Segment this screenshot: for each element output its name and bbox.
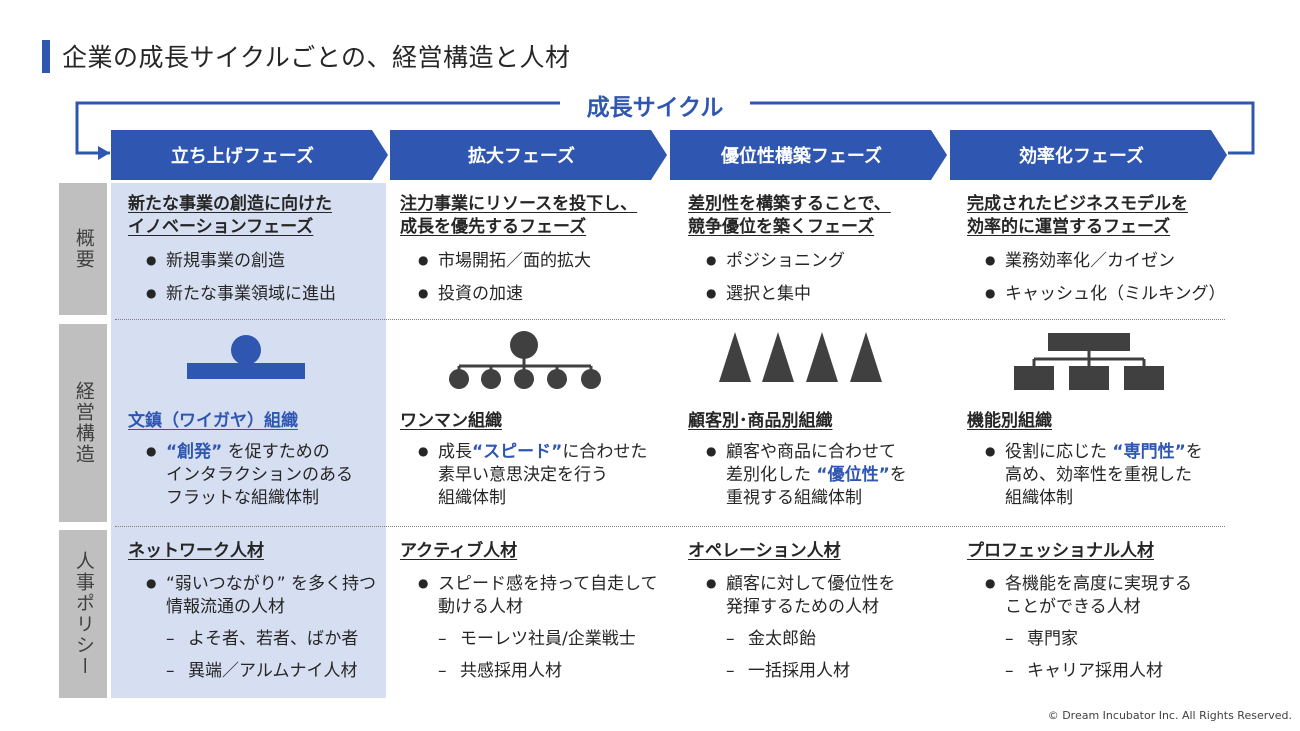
structure-name: ワンマン組織 bbox=[400, 411, 502, 431]
row-label-overview: 概要 bbox=[59, 183, 107, 315]
overview-heading: 成長を優先するフェーズ bbox=[400, 217, 587, 237]
bullet-continuation: 素早い意思決定を行う bbox=[438, 465, 608, 485]
example-item: –モーレツ社員/企業戦士 bbox=[438, 629, 636, 649]
bullet-continuation: 高め、効率性を重視した bbox=[1005, 465, 1192, 485]
bullet-item: ●新たな事業領域に進出 bbox=[146, 284, 336, 304]
structure-cell-efficiency: 機能別組織 ●役割に応じた “専門性”を 高め、効率性を重視した 組織体制 bbox=[967, 410, 1203, 510]
bullet-item: ●成長“スピード”に合わせた bbox=[418, 442, 648, 462]
copyright-notice: © Dream Incubator Inc. All Rights Reserv… bbox=[1047, 709, 1292, 722]
structure-name: 文鎮（ワイガヤ）組織 bbox=[128, 411, 298, 431]
bullet-continuation: 発揮するための人材 bbox=[726, 597, 879, 617]
overview-heading: 新たな事業の創造に向けた bbox=[128, 194, 332, 214]
example-item: –金太郎飴 bbox=[726, 629, 816, 649]
one-man-organization-icon bbox=[449, 331, 601, 389]
example-item: –一括採用人材 bbox=[726, 661, 850, 681]
bullet-continuation: 組織体制 bbox=[1005, 488, 1073, 508]
example-item: –キャリア採用人材 bbox=[1005, 661, 1163, 681]
bullet-continuation: 動ける人材 bbox=[438, 597, 523, 617]
bullet-item: ●“弱いつながり” を多く持つ bbox=[146, 574, 377, 594]
example-item: –共感採用人材 bbox=[438, 661, 562, 681]
division-organization-icon bbox=[719, 332, 882, 382]
overview-heading: 競争優位を築くフェーズ bbox=[688, 217, 875, 237]
row-label-hr-policy: 人事ポリシー bbox=[59, 530, 107, 698]
overview-cell-advantage: 差別性を構築することで、 競争優位を築くフェーズ ●ポジショニング ●選択と集中 bbox=[688, 193, 891, 306]
overview-heading: 差別性を構築することで、 bbox=[688, 194, 891, 214]
bullet-continuation: フラットな組織体制 bbox=[166, 488, 319, 508]
structure-name: 顧客別･商品別組織 bbox=[688, 411, 833, 431]
phase-startup: 立ち上げフェーズ bbox=[111, 130, 388, 180]
title-accent-bar bbox=[42, 40, 50, 73]
hr-heading: アクティブ人材 bbox=[400, 541, 518, 561]
overview-cell-efficiency: 完成されたビジネスモデルを 効率的に運営するフェーズ ●業務効率化／カイゼン ●… bbox=[967, 193, 1226, 306]
example-item: –よそ者、若者、ばか者 bbox=[166, 629, 359, 649]
bullet-item: ●市場開拓／面的拡大 bbox=[418, 251, 591, 271]
hr-cell-expansion: アクティブ人材 ●スピード感を持って自走して 動ける人材 –モーレツ社員/企業戦… bbox=[400, 540, 658, 683]
overview-heading: 完成されたビジネスモデルを bbox=[967, 194, 1188, 214]
bullet-item: ●スピード感を持って自走して bbox=[418, 574, 658, 594]
example-item: –専門家 bbox=[1005, 629, 1078, 649]
bullet-item: ●投資の加速 bbox=[418, 284, 523, 304]
overview-cell-expansion: 注力事業にリソースを投下し、 成長を優先するフェーズ ●市場開拓／面的拡大 ●投… bbox=[400, 193, 637, 306]
bullet-item: ●各機能を高度に実現する bbox=[985, 574, 1192, 594]
bullet-continuation: 組織体制 bbox=[438, 488, 506, 508]
bullet-item: ●“創発” を促すための bbox=[146, 442, 330, 462]
functional-organization-icon bbox=[1014, 333, 1164, 390]
page-title: 企業の成長サイクルごとの、経営構造と人材 bbox=[62, 43, 571, 72]
bullet-item: ●業務効率化／カイゼン bbox=[985, 251, 1175, 271]
structure-name: 機能別組織 bbox=[967, 411, 1052, 431]
startup-column-highlight bbox=[111, 183, 386, 698]
hr-heading: ネットワーク人材 bbox=[128, 541, 264, 561]
hr-heading: プロフェッショナル人材 bbox=[967, 541, 1154, 561]
bullet-item: ●顧客や商品に合わせて bbox=[706, 442, 896, 462]
bullet-item: ●キャッシュ化（ミルキング） bbox=[985, 284, 1226, 304]
row-label-structure: 経営構造 bbox=[59, 324, 107, 522]
bullet-item: ●顧客に対して優位性を bbox=[706, 574, 896, 594]
structure-cell-expansion: ワンマン組織 ●成長“スピード”に合わせた 素早い意思決定を行う 組織体制 bbox=[400, 410, 647, 510]
row-divider bbox=[115, 526, 1225, 527]
overview-heading: 注力事業にリソースを投下し、 bbox=[400, 194, 638, 214]
hr-cell-efficiency: プロフェッショナル人材 ●各機能を高度に実現する ことができる人材 –専門家 –… bbox=[967, 540, 1192, 683]
phase-advantage: 優位性構築フェーズ bbox=[670, 130, 947, 180]
bullet-item: ●新規事業の創造 bbox=[146, 251, 285, 271]
overview-heading: イノベーションフェーズ bbox=[128, 217, 314, 237]
bullet-item: ●選択と集中 bbox=[706, 284, 811, 304]
bullet-item: ●役割に応じた “専門性”を bbox=[985, 442, 1203, 462]
structure-cell-startup: 文鎮（ワイガヤ）組織 ●“創発” を促すための インタラクションのある フラット… bbox=[128, 410, 353, 510]
phase-efficiency: 効率化フェーズ bbox=[950, 130, 1227, 180]
bullet-continuation: ことができる人材 bbox=[1005, 597, 1141, 617]
cycle-label: 成長サイクル bbox=[560, 88, 750, 122]
structure-cell-advantage: 顧客別･商品別組織 ●顧客や商品に合わせて 差別化した “優位性”を 重視する組… bbox=[688, 410, 907, 510]
overview-cell-startup: 新たな事業の創造に向けた イノベーションフェーズ ●新規事業の創造 ●新たな事業… bbox=[128, 193, 336, 306]
hr-cell-startup: ネットワーク人材 ●“弱いつながり” を多く持つ 情報流通の人材 –よそ者、若者… bbox=[128, 540, 376, 683]
bullet-continuation: 差別化した “優位性”を bbox=[726, 465, 907, 485]
bullet-continuation: 重視する組織体制 bbox=[726, 488, 862, 508]
hr-heading: オペレーション人材 bbox=[688, 541, 841, 561]
bullet-item: ●ポジショニング bbox=[706, 251, 845, 271]
overview-heading: 効率的に運営するフェーズ bbox=[967, 217, 1171, 237]
bullet-continuation: インタラクションのある bbox=[166, 465, 353, 485]
hr-cell-advantage: オペレーション人材 ●顧客に対して優位性を 発揮するための人材 –金太郎飴 –一… bbox=[688, 540, 896, 683]
flat-organization-icon bbox=[187, 335, 305, 379]
phase-expansion: 拡大フェーズ bbox=[390, 130, 667, 180]
example-item: –異端／アルムナイ人材 bbox=[166, 661, 358, 681]
row-divider bbox=[115, 319, 1225, 320]
bullet-continuation: 情報流通の人材 bbox=[166, 597, 285, 617]
